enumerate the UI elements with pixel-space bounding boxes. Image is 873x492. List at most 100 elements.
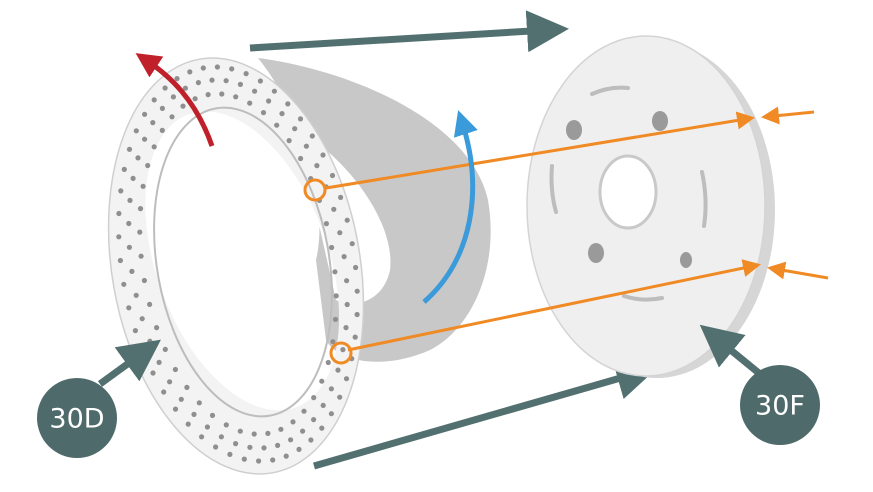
ring-hole	[319, 425, 325, 431]
ring-hole	[301, 408, 307, 414]
ring-hole	[127, 197, 133, 203]
ring-hole	[256, 458, 262, 464]
ring-hole	[162, 346, 168, 352]
ring-hole	[150, 120, 156, 126]
callout-pointer-30d	[97, 339, 161, 387]
ring-hole	[332, 316, 339, 322]
ring-hole	[309, 133, 315, 139]
ring-hole	[167, 379, 173, 385]
ring-hole	[233, 94, 239, 100]
ring-hole	[191, 411, 197, 417]
ring-hole	[271, 88, 277, 94]
ring-hole	[265, 430, 271, 436]
orange-guide-lower	[347, 259, 761, 352]
ring-hole	[328, 411, 334, 417]
ring-hole	[260, 110, 267, 116]
part-label-30d: 30D	[49, 404, 104, 435]
ring-hole	[174, 76, 180, 82]
hub-slot	[590, 85, 630, 96]
ring-hole	[204, 424, 210, 430]
ring-hole	[209, 412, 216, 418]
ring-hole	[274, 122, 280, 128]
part-label-30f: 30F	[755, 391, 805, 422]
ring-hole	[184, 384, 190, 390]
ring-hole	[161, 389, 167, 395]
ring-hole	[270, 457, 276, 463]
ring-hole	[180, 103, 186, 109]
ring-hole	[354, 288, 360, 294]
ring-hole	[133, 128, 139, 134]
ring-hole	[311, 395, 317, 401]
ring-hole	[303, 143, 309, 149]
ring-hole	[279, 111, 285, 117]
ring-hole	[133, 292, 139, 298]
ring-hole	[252, 88, 258, 94]
ring-hole	[296, 446, 302, 452]
ring-hole	[340, 347, 346, 353]
ring-hole	[297, 116, 304, 122]
ring-hole	[257, 78, 263, 84]
ring-hole	[251, 431, 257, 437]
ring-hole	[300, 428, 306, 434]
ring-hole	[323, 221, 329, 227]
ring-hole	[132, 328, 138, 334]
ring-hole	[229, 66, 235, 72]
ring-hole	[147, 301, 153, 307]
ring-hole	[121, 281, 127, 287]
ring-hole	[116, 210, 122, 217]
hub-slot	[549, 164, 558, 214]
ring-hole	[117, 257, 123, 264]
ring-hole	[162, 85, 168, 91]
ring-hole	[154, 325, 160, 331]
ring-hole	[325, 359, 331, 366]
ring-hole	[247, 444, 253, 450]
ring-hole	[172, 366, 178, 373]
ring-hole	[196, 400, 202, 406]
ring-hole	[150, 370, 156, 376]
ring-hole	[142, 111, 148, 117]
orange-hole-marker-upper	[303, 178, 327, 202]
ring-hole	[344, 301, 350, 308]
ring-hole	[159, 105, 165, 111]
ring-hole	[341, 254, 347, 260]
ring-hole	[141, 277, 147, 284]
hub-plate	[526, 35, 775, 378]
ring-hole	[285, 101, 291, 107]
ring-hole	[354, 311, 360, 318]
ring-hole	[261, 445, 267, 451]
ring-hole	[266, 98, 272, 104]
part-badge-30f: 30F	[740, 365, 820, 445]
ring-hole	[275, 442, 281, 448]
ring-hole	[314, 163, 320, 169]
ring-hole	[137, 206, 144, 212]
ring-hole	[337, 230, 343, 236]
ring-hole	[349, 241, 355, 247]
ring-hole	[151, 97, 157, 103]
ring-hole	[159, 127, 165, 133]
drilled-ring	[107, 57, 365, 475]
ring-hole	[352, 334, 358, 340]
ring-hole	[319, 378, 325, 384]
ring-hole	[126, 146, 133, 152]
ring-hole	[241, 456, 247, 462]
hub-center-hole	[598, 154, 658, 230]
ring-hole	[213, 444, 219, 450]
ring-hole	[329, 244, 335, 251]
ring-hole	[337, 394, 343, 400]
ring-hole	[118, 188, 124, 194]
ring-hole	[187, 69, 193, 75]
ring-hole	[332, 269, 338, 275]
ring-hole	[243, 71, 249, 77]
gray-arrow-top	[249, 10, 569, 53]
ring-hole	[126, 305, 132, 311]
ring-hole	[237, 428, 243, 434]
ring-hole	[335, 367, 341, 373]
ring-hole	[331, 206, 337, 212]
ring-hole	[283, 453, 289, 459]
ring-hole	[135, 155, 141, 161]
ring-hole	[298, 155, 304, 162]
ring-hole	[237, 81, 243, 87]
ring-hole	[172, 406, 179, 412]
ring-hole	[126, 244, 132, 250]
ring-hole	[333, 293, 339, 299]
